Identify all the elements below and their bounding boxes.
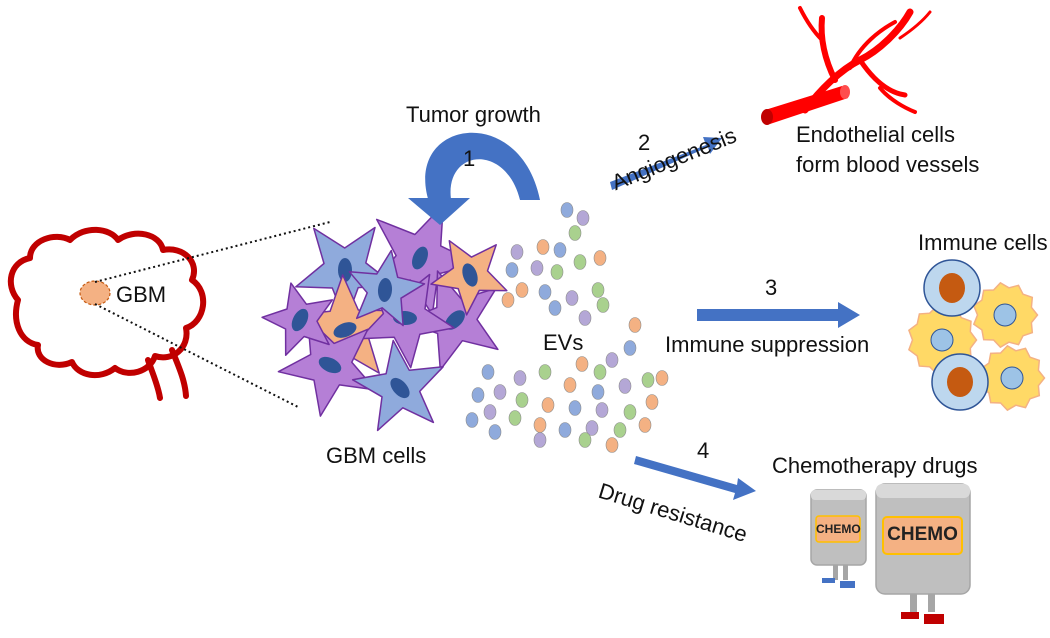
ev-particle [628,317,642,333]
ev-particle [533,417,547,433]
ev-particle [605,437,619,453]
cell-nucleus [390,377,410,399]
evs-label: EVs [543,330,584,355]
ev-particle [538,284,552,300]
ev-particle [565,290,579,306]
ev-particle [538,364,552,380]
step-2-number: 2 [638,130,651,155]
ev-particle [488,424,502,440]
ev-particle [501,292,515,308]
ev-particle [618,378,632,394]
cell-nucleus [377,278,393,302]
blood-vessel [798,6,932,114]
ev-particle [575,356,589,372]
chemo-bag-large [875,483,971,624]
endothelial-label-line2: form blood vessels [796,152,980,177]
ev-particle [593,250,607,266]
chemo-small-label: CHEMO [816,522,861,536]
ev-particle [623,340,637,356]
cell-nucleus [333,322,357,338]
gbm-label: GBM [116,282,167,307]
step-3-number: 3 [765,275,778,300]
ev-particle [505,262,519,278]
ev-particle [533,432,547,448]
immune-nucleus [947,367,973,397]
ev-particle [513,370,527,386]
tumor-growth-arrow [408,132,540,225]
immune-suppression-label: Immune suppression [665,332,870,357]
ev-particles [465,202,669,453]
brain-outline [7,226,207,401]
chemo-large-label: CHEMO [887,524,958,545]
ev-particle [553,242,567,258]
step-1-number: 1 [463,146,476,171]
ev-particle [510,244,524,260]
tumor-growth-label: Tumor growth [406,102,541,127]
ev-particle [638,417,652,433]
immune-suppression-arrow [697,302,860,328]
ev-particle [541,397,555,413]
ev-particle [530,260,544,276]
zoom-lines [94,221,331,409]
ev-particle [596,297,610,313]
blood-vessel-tube [761,85,850,125]
ev-particle [576,210,590,226]
angiogenesis-arrow [610,137,722,190]
ev-particle [623,404,637,420]
ev-particle [550,264,564,280]
chemo-bag-small [810,489,867,588]
immune-nucleus [930,328,954,352]
ev-particle [613,422,627,438]
ev-particle [591,282,605,298]
ev-particle [536,239,550,255]
tumor-blob [79,280,111,306]
ev-particle [655,370,669,386]
immune-cells-group [908,259,1046,412]
immune-cells-label: Immune cells [918,230,1048,255]
cell-nucleus [462,263,478,287]
ev-particle [593,364,607,380]
ev-particle [481,364,495,380]
chemotherapy-drugs-label: Chemotherapy drugs [772,453,978,478]
ev-particle [548,300,562,316]
ev-particle [508,410,522,426]
ev-particle [465,412,479,428]
ev-particle [578,432,592,448]
gbm-cell-cluster [261,204,508,432]
ev-particle [573,254,587,270]
ev-particle [641,372,655,388]
ev-particle [645,394,659,410]
ev-particle [560,202,574,218]
endothelial-label-line1: Endothelial cells [796,122,955,147]
ev-particle [595,402,609,418]
ev-particle [515,282,529,298]
ev-particle [568,225,582,241]
ev-particle [483,404,497,420]
ev-particle [568,400,582,416]
ev-particle [515,392,529,408]
ev-particle [563,377,577,393]
ev-particle [591,384,605,400]
immune-nucleus [993,303,1017,327]
ev-particle [558,422,572,438]
cell-nucleus [338,258,352,282]
cell-nucleus [318,356,342,374]
drug-resistance-arrow [634,456,756,500]
immune-nucleus [939,273,965,303]
ev-particle [605,352,619,368]
gbm-cells-label: GBM cells [326,443,427,468]
step-4-number: 4 [697,438,710,463]
ev-particle [578,310,592,326]
cell-nucleus [412,246,428,270]
immune-nucleus [1000,366,1024,390]
ev-particle [471,387,485,403]
ev-particle [493,384,507,400]
cell-nucleus [291,308,309,332]
ev-particle [585,420,599,436]
